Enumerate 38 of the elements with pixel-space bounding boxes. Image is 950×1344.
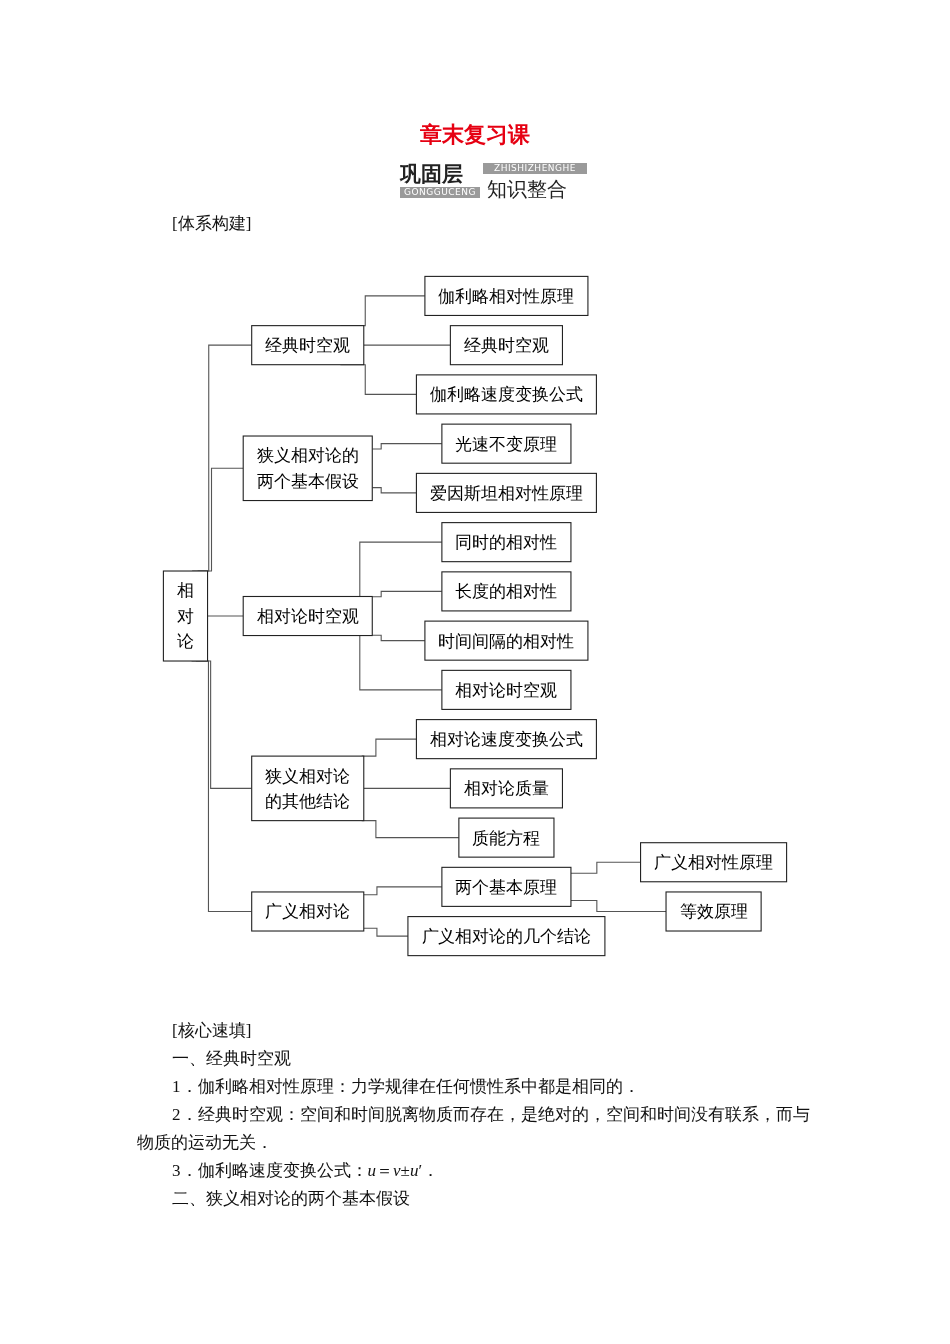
node-box: 同时的相对性 [441, 522, 572, 563]
node-box: 伽利略速度变换公式 [415, 374, 597, 415]
node-box: 狭义相对论的两个基本假设 [242, 435, 373, 502]
subsection-heading: 二、狭义相对论的两个基本假设 [172, 1188, 410, 1210]
node-box: 广义相对论 [251, 891, 365, 932]
node-box: 广义相对论的几个结论 [407, 916, 606, 957]
connector [363, 787, 451, 789]
connector [361, 738, 417, 757]
section-heading: 巩固层 [400, 161, 463, 188]
section-heading: 知识整合 [487, 176, 567, 203]
node-box: 伽利略相对性原理 [424, 275, 589, 316]
section-label: [核心速填] [172, 1020, 252, 1042]
node-box: 光速不变原理 [441, 423, 572, 464]
node-box: 狭义相对论的其他结论 [251, 755, 365, 822]
node-box: 质能方程 [458, 817, 555, 858]
pinyin-caption: GONGGUCENG [400, 187, 480, 198]
node-box: 相对论时空观 [242, 595, 373, 637]
node-box: 相对论速度变换公式 [415, 719, 597, 760]
node-box: 经典时空观 [251, 325, 365, 366]
connector [207, 615, 244, 617]
node-box: 长度的相对性 [441, 571, 572, 612]
pinyin-caption: ZHISHIZHENGHE [483, 163, 587, 174]
node-box: 相对论质量 [449, 768, 563, 809]
node-box: 相对论时空观 [441, 669, 572, 710]
node-box: 经典时空观 [449, 325, 563, 366]
node-box: 爱因斯坦相对性原理 [415, 472, 597, 513]
section-label: [体系构建] [172, 213, 252, 235]
node-box: 两个基本原理 [441, 866, 572, 907]
node-box: 时间间隔的相对性 [424, 620, 589, 661]
connector [570, 899, 667, 912]
node-box: 相对论 [162, 570, 209, 662]
page-title: 章末复习课 [419, 121, 531, 149]
node-box: 等效原理 [665, 891, 762, 932]
subsection-heading: 一、经典时空观 [172, 1048, 291, 1070]
node-box: 广义相对性原理 [640, 842, 788, 883]
connector [363, 344, 451, 346]
body-text: 3．伽利略速度变换公式：u＝v±u′． [172, 1160, 440, 1182]
body-text: 1．伽利略相对性原理：力学规律在任何惯性系中都是相同的． [172, 1076, 640, 1098]
